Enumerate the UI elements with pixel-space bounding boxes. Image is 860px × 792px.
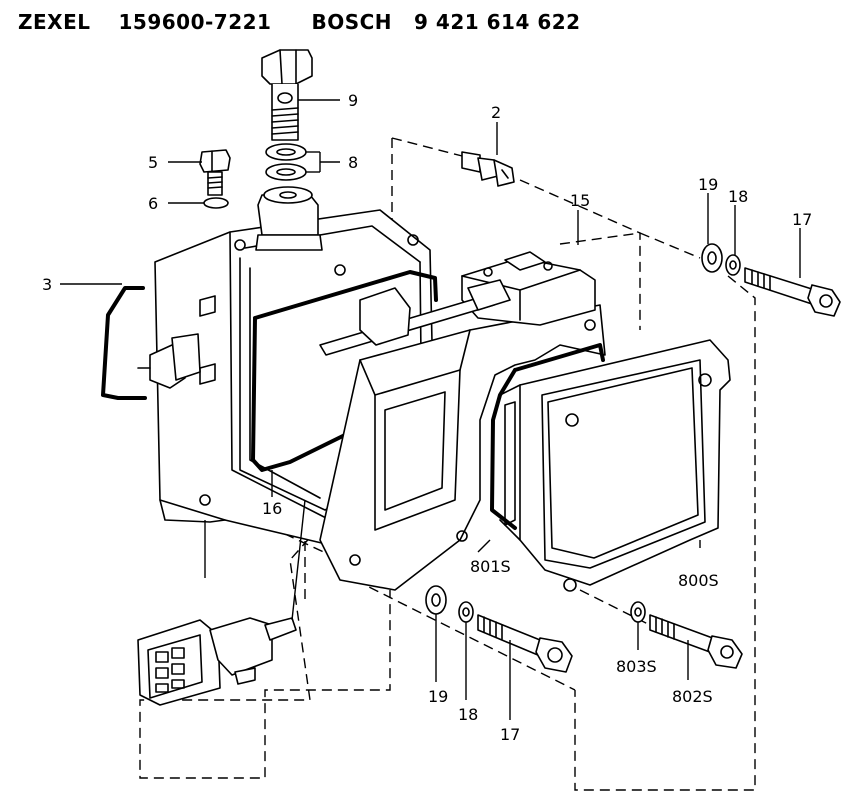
callout-801s: 801S [470,557,511,576]
intermediate-plate [319,304,606,591]
callout-17-upper: 17 [792,210,812,229]
callout-labels: 9 8 5 6 3 2 15 19 18 17 16 801S 800S 803… [42,91,812,744]
part-number-zexel: 159600-7221 [118,10,272,34]
callout-803s: 803S [616,657,657,676]
bolt-17-lower [477,614,573,673]
washers-8 [265,143,307,181]
part-number-bosch: 9 421 614 622 [414,10,581,34]
callout-18-lower: 18 [458,705,478,724]
gasket-16 [251,270,438,472]
callout-18-upper: 18 [728,187,748,206]
brand-zexel: ZEXEL [18,10,91,34]
leader-lines [60,99,801,720]
callout-2: 2 [491,103,501,122]
callout-6: 6 [148,194,158,213]
o-ring-3 [101,286,147,400]
diagram-header: ZEXEL 159600-7221 BOSCH 9 421 614 622 [18,10,581,34]
washer-6 [203,197,229,209]
screw-2 [461,151,515,187]
callout-5: 5 [148,153,158,172]
cover-800s [499,339,731,592]
callout-9: 9 [348,91,358,110]
washer-19-lower [425,585,447,615]
bolt-17-upper [744,267,841,317]
callout-800s: 800S [678,571,719,590]
callout-19-upper: 19 [698,175,718,194]
delivery-fitting [255,186,323,251]
callout-802s: 802S [672,687,713,706]
adjusting-screw [137,333,201,389]
callout-8: 8 [348,153,358,172]
control-rod [319,279,511,356]
washer-18-upper [725,254,741,276]
washer-18-lower [458,601,474,623]
callout-3: 3 [42,275,52,294]
callout-19-lower: 19 [428,687,448,706]
callout-15: 15 [570,191,590,210]
brand-bosch: BOSCH [311,10,393,34]
upper-block [461,251,596,326]
callout-17-lower: 17 [500,725,520,744]
bolt-802s [649,614,743,669]
callout-16: 16 [262,499,282,518]
screw-5 [199,149,231,196]
connector [137,499,306,706]
banjo-bolt-9 [261,49,313,141]
washer-19-upper [701,243,723,273]
washer-803s [630,601,646,623]
gasket-801s [490,343,605,530]
